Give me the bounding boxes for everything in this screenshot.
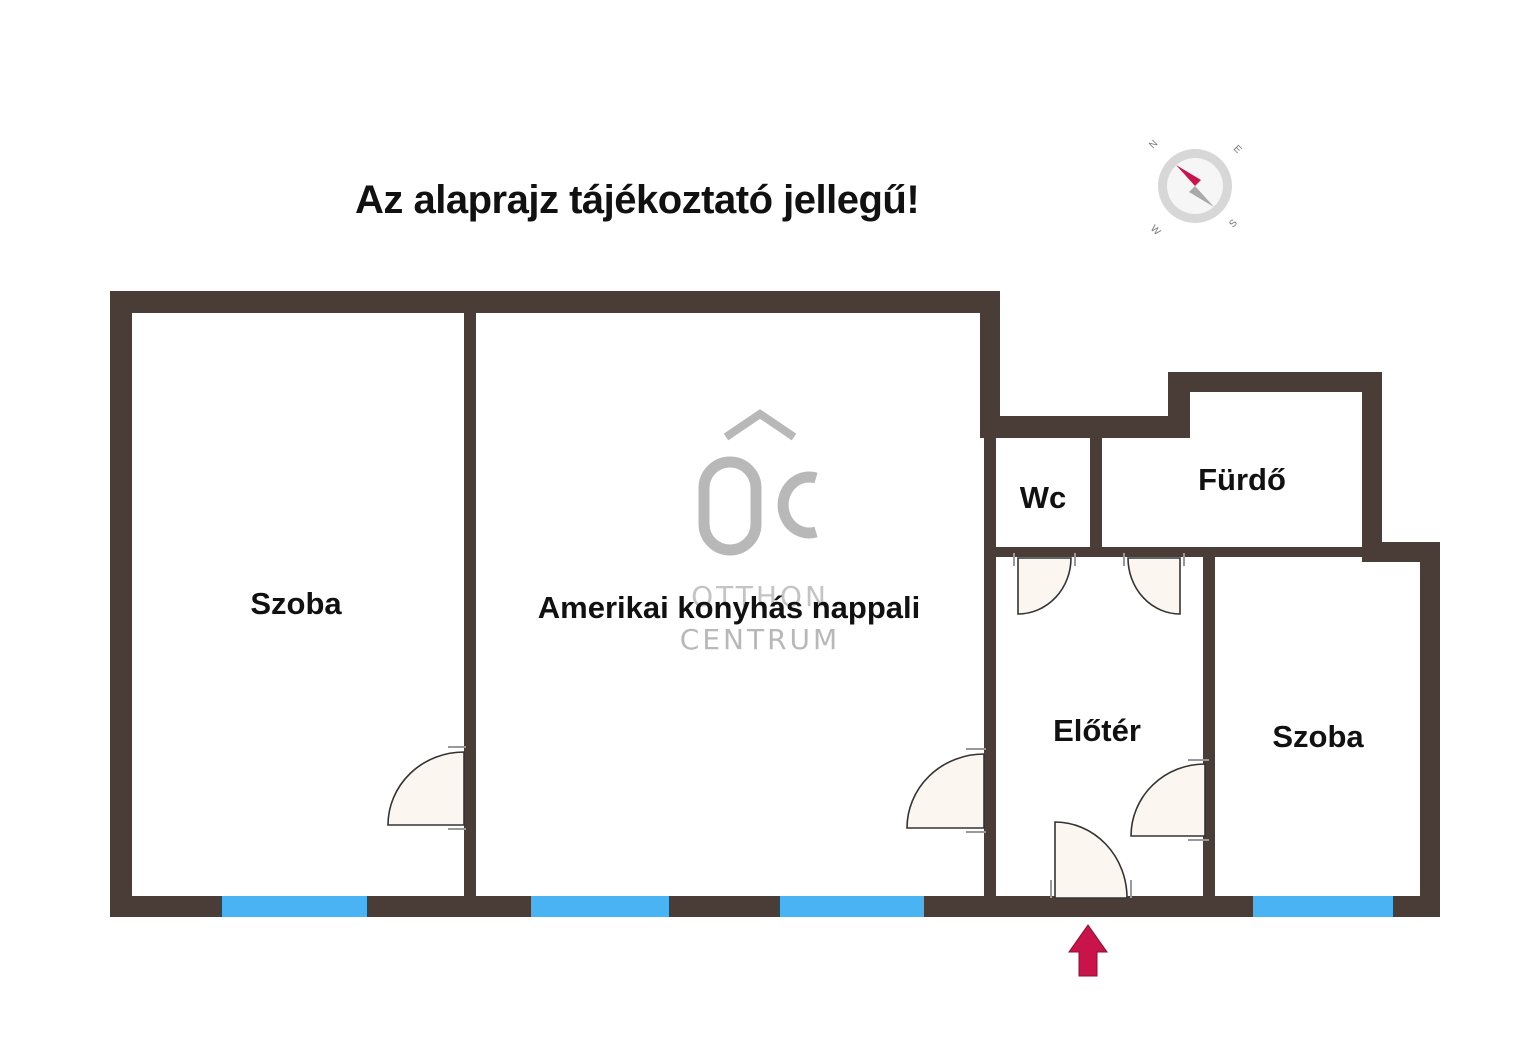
watermark-line1: OTTHON xyxy=(691,580,829,613)
room-label-furdo: Fürdő xyxy=(1198,462,1286,497)
windows xyxy=(222,896,1393,917)
door-hinges xyxy=(448,553,1209,898)
wall-left-outer xyxy=(110,291,132,917)
door-swing-icon xyxy=(1127,557,1181,615)
room-label-eloter: Előtér xyxy=(1053,713,1141,748)
wall-wc-furdo-divider xyxy=(1090,437,1102,549)
compass-n: N xyxy=(1147,138,1160,151)
compass-e: E xyxy=(1231,143,1244,156)
entrance-arrow-icon xyxy=(1068,924,1108,977)
compass-s: S xyxy=(1227,217,1240,230)
wall-szoba-right-outer xyxy=(1420,542,1440,917)
wall-wc-top xyxy=(980,416,1190,438)
room-label-wc: Wc xyxy=(1020,480,1067,515)
wall-furdo-right xyxy=(1362,372,1382,562)
wall-furdo-top xyxy=(1168,372,1382,392)
compass-w: W xyxy=(1148,223,1163,238)
door-swing-icon xyxy=(1130,763,1206,837)
compass-needle-icon xyxy=(1176,165,1201,186)
window xyxy=(1253,896,1393,917)
watermark: OTTHON CENTRUM xyxy=(680,409,840,656)
door-swing-icon xyxy=(1017,557,1072,615)
wall-nappali-right-lower xyxy=(984,437,996,917)
wall-top-left xyxy=(110,291,1000,313)
doors xyxy=(387,557,1206,899)
plan-title: Az alaprajz tájékoztató jellegű! xyxy=(355,178,920,222)
door-swing-icon xyxy=(387,751,465,826)
compass-icon: N E S W xyxy=(1147,138,1243,238)
wall-wc-bottom xyxy=(996,547,1362,557)
wall-eloter-divider xyxy=(1203,556,1215,917)
wall-divider-szoba xyxy=(464,291,476,917)
watermark-line2: CENTRUM xyxy=(680,623,840,656)
walls xyxy=(110,291,1440,917)
room-label-szoba-left: Szoba xyxy=(250,586,342,621)
room-label-szoba-right: Szoba xyxy=(1272,719,1364,754)
window xyxy=(222,896,367,917)
door-swing-icon xyxy=(1054,821,1128,899)
wall-nappali-right xyxy=(980,291,1000,437)
wall-bottom xyxy=(110,896,1440,917)
room-label-nappali: Amerikai konyhás nappali xyxy=(538,590,920,625)
window xyxy=(780,896,924,917)
window xyxy=(531,896,669,917)
watermark-roof-icon xyxy=(723,409,797,441)
door-swing-icon xyxy=(906,753,985,829)
